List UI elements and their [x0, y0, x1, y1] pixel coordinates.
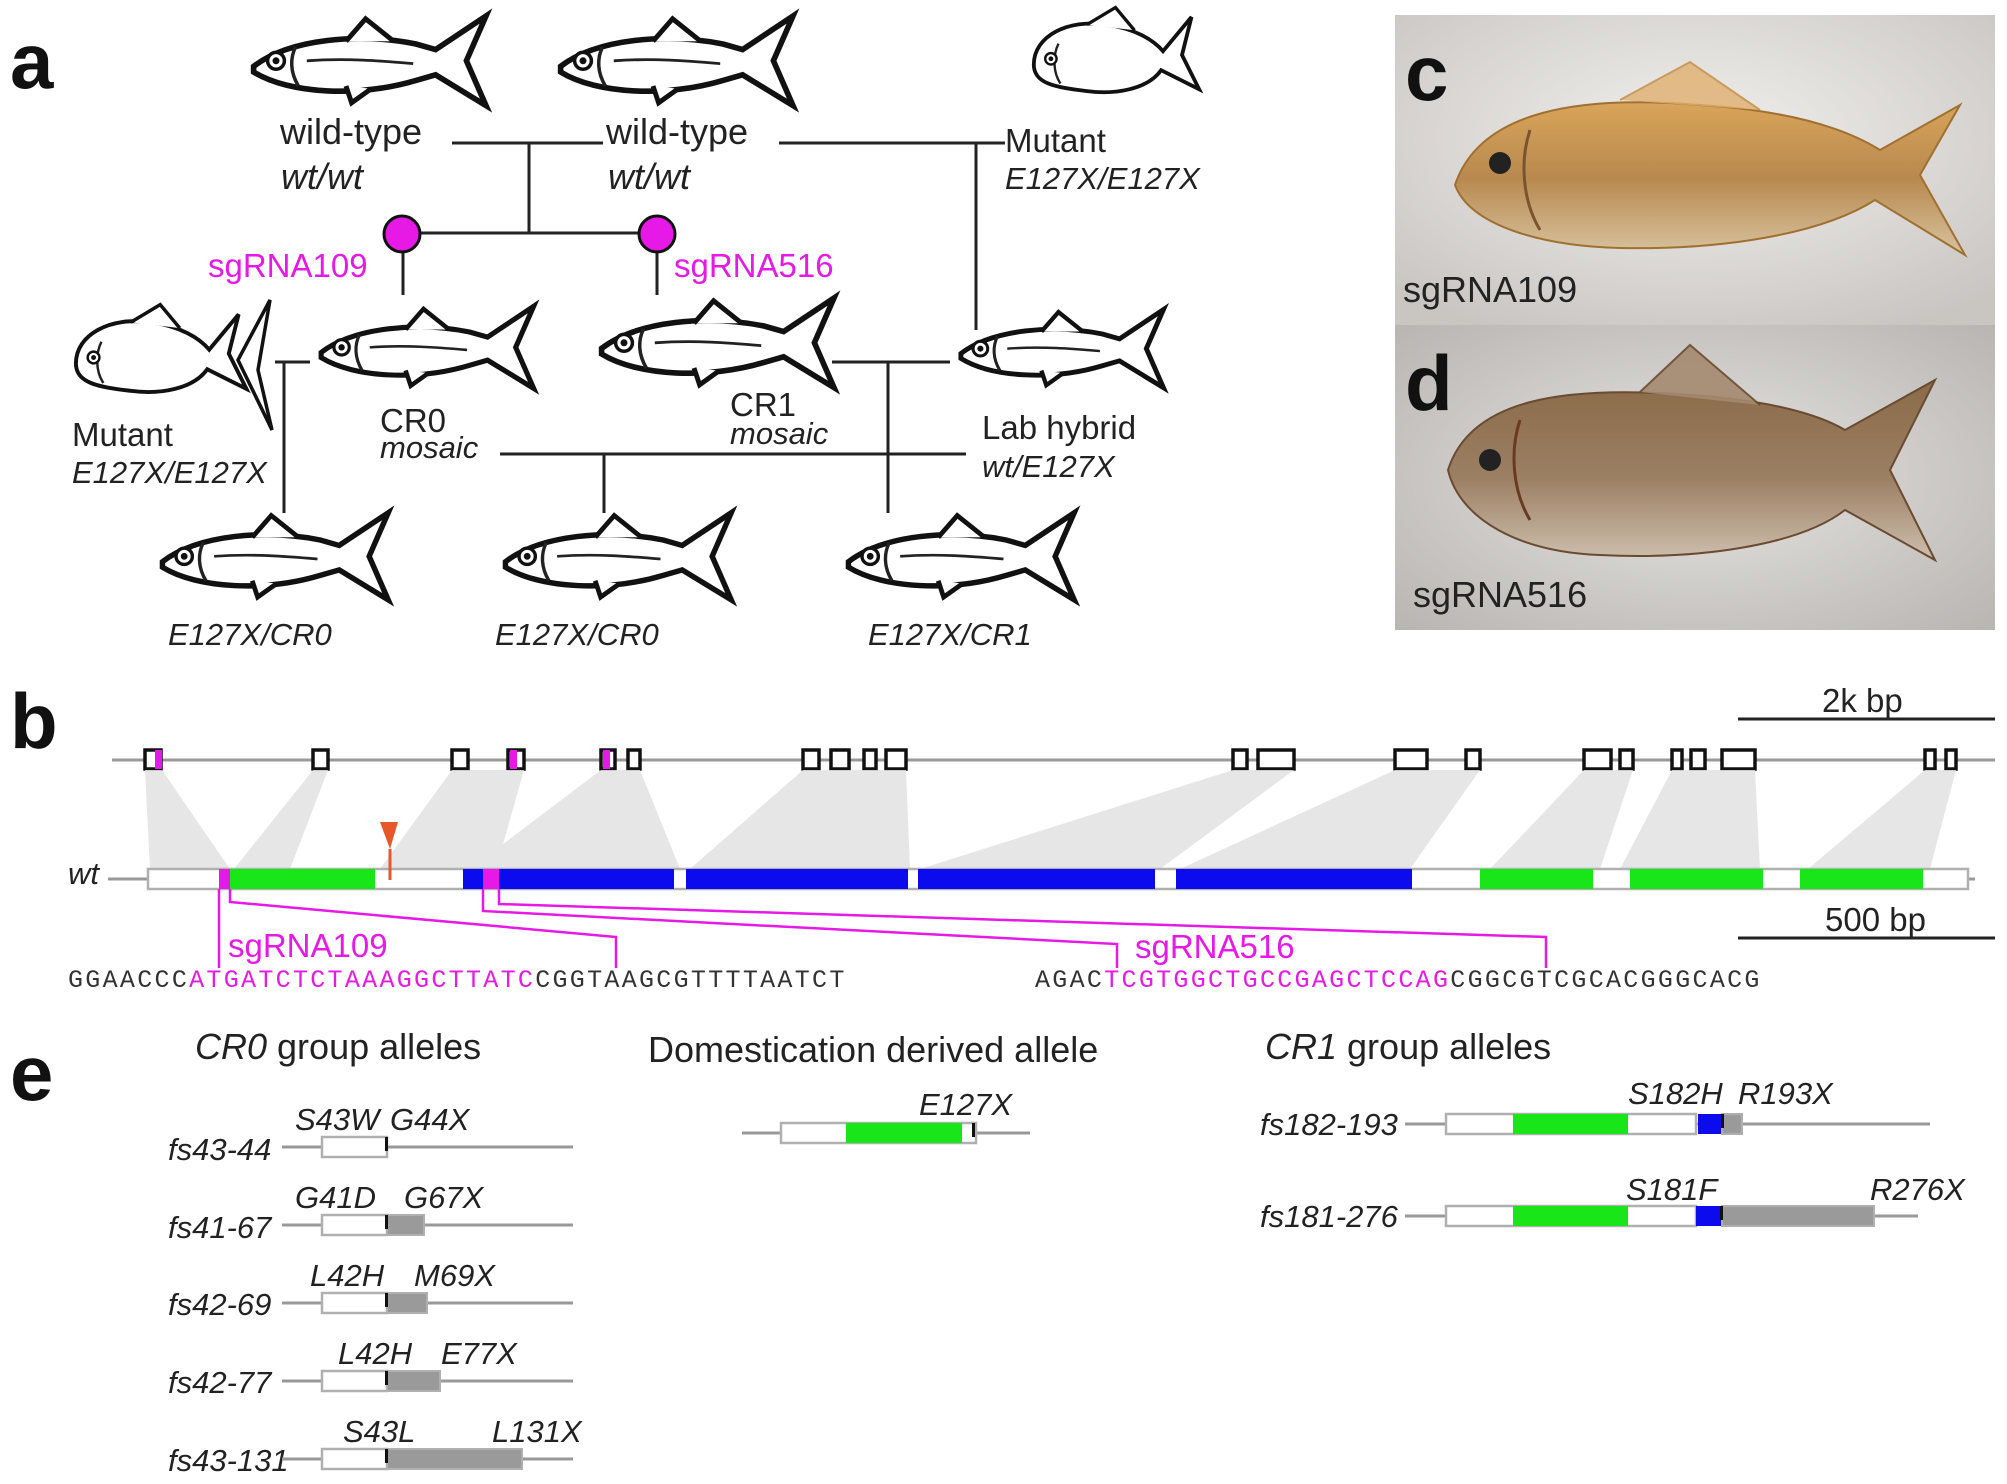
panel-label-c: c — [1405, 29, 1448, 117]
allele-row: fs42-77 L42H E77X — [168, 1336, 573, 1400]
sgRNA516-node-icon — [637, 214, 677, 254]
domestication-allele: E127X — [742, 1087, 1030, 1145]
fish-offspring-3-icon — [848, 513, 1074, 600]
svg-text:S181F: S181F — [1626, 1172, 1719, 1207]
sgRNA-callout-lines — [217, 889, 1548, 968]
mutant-left-tail-icon — [236, 299, 274, 431]
photo-c — [1395, 15, 1995, 325]
photo-d-caption: sgRNA516 — [1413, 574, 1587, 615]
exon-mapping-shading — [145, 770, 1956, 869]
panel-label-e: e — [10, 1029, 53, 1117]
panel-label-a: a — [10, 17, 54, 105]
mutant-left-genotype: E127X/E127X — [72, 455, 268, 490]
svg-text:fs181-276: fs181-276 — [1260, 1199, 1399, 1234]
svg-text:S182H: S182H — [1628, 1076, 1723, 1111]
pedigree-lines — [275, 141, 1005, 513]
fish-wild-type-2-icon — [561, 16, 793, 106]
sgRNA109-seq-label: sgRNA109 — [228, 927, 388, 964]
photo-d — [1395, 325, 1995, 630]
cr1-group-title: CR1 group alleles — [1265, 1026, 1551, 1067]
svg-text:G41D: G41D — [295, 1180, 376, 1215]
svg-text:fs43-131: fs43-131 — [168, 1443, 289, 1478]
cr1-note: mosaic — [730, 416, 829, 451]
svg-text:S43L: S43L — [343, 1414, 415, 1449]
fish-wild-type-1-icon — [254, 16, 486, 106]
svg-text:fs42-69: fs42-69 — [168, 1287, 271, 1322]
svg-text:fs42-77: fs42-77 — [168, 1365, 273, 1400]
wt2-name: wild-type — [605, 111, 748, 152]
cr1-allele-list: fs182-193 S182H R193X fs181-276 S181F R2… — [1260, 1076, 1966, 1234]
sequence-1: GGAACCCATGATCTCTAAAGGCTTATCCGGTAAGCGTTTT… — [68, 966, 847, 995]
svg-text:R193X: R193X — [1738, 1076, 1834, 1111]
sgRNA109-node-icon — [382, 214, 422, 254]
cr0-name: CR0 — [380, 402, 446, 439]
transcript-domains — [219, 869, 1923, 889]
allele-row: fs43-44 S43W G44X — [168, 1102, 573, 1167]
insertion-marker-icon — [380, 822, 398, 849]
svg-text:M69X: M69X — [414, 1258, 496, 1293]
cr0-group-title: CR0 group alleles — [195, 1026, 481, 1067]
wt1-name: wild-type — [279, 111, 422, 152]
sgRNA516-seq-label: sgRNA516 — [1135, 928, 1295, 965]
lab-hybrid-name: Lab hybrid — [982, 409, 1136, 446]
scale-500-label: 500 bp — [1825, 901, 1926, 938]
scale-2k-label: 2k bp — [1822, 682, 1903, 719]
offspring-3-genotype: E127X/CR1 — [868, 617, 1032, 652]
genomic-exons — [143, 748, 1958, 771]
svg-text:fs182-193: fs182-193 — [1260, 1107, 1398, 1142]
svg-text:L42H: L42H — [310, 1258, 385, 1293]
domestication-title: Domestication derived allele — [648, 1029, 1098, 1070]
allele-row: fs181-276 S181F R276X — [1260, 1172, 1966, 1234]
panel-label-b: b — [10, 677, 58, 765]
fish-lab-hybrid-icon — [961, 310, 1164, 388]
cr0-allele-list: fs43-44 S43W G44X fs41-67 G41D G67X fs42… — [168, 1102, 583, 1478]
fish-mutant-left-icon — [73, 302, 249, 394]
fish-cr0-icon — [321, 306, 533, 388]
allele-row: fs41-67 G41D G67X — [168, 1180, 573, 1245]
fish-cr1-icon — [602, 298, 834, 388]
photo-c-caption: sgRNA109 — [1403, 269, 1577, 310]
svg-text:L42H: L42H — [338, 1336, 413, 1371]
allele-row: fs182-193 S182H R193X — [1260, 1076, 1930, 1142]
wt-label: wt — [68, 856, 100, 891]
sgRNA109-label: sgRNA109 — [208, 247, 368, 284]
svg-text:L131X: L131X — [492, 1414, 583, 1449]
wt2-genotype: wt/wt — [608, 156, 692, 197]
allele-row: fs43-131 S43L L131X — [168, 1414, 583, 1478]
panel-label-d: d — [1405, 339, 1453, 427]
mutant-left-name: Mutant — [72, 416, 173, 453]
fish-offspring-2-icon — [505, 513, 731, 600]
fish-mutant-top-icon — [1031, 5, 1201, 95]
svg-text:E77X: E77X — [441, 1336, 518, 1371]
svg-text:E127X: E127X — [919, 1087, 1013, 1122]
mutant-top-genotype: E127X/E127X — [1005, 161, 1201, 196]
offspring-2-genotype: E127X/CR0 — [495, 617, 659, 652]
svg-text:S43W: S43W — [295, 1102, 382, 1137]
svg-text:fs41-67: fs41-67 — [168, 1210, 273, 1245]
cr1-name: CR1 — [730, 386, 796, 423]
cr0-note: mosaic — [380, 430, 479, 465]
svg-text:R276X: R276X — [1870, 1172, 1966, 1207]
sequence-2: AGACTCGTGGCTGCCGAGCTCCAGCGGCGTCGCACGGGCA… — [1035, 966, 1762, 995]
fish-offspring-1-icon — [162, 513, 388, 600]
wt1-genotype: wt/wt — [281, 156, 365, 197]
lab-hybrid-genotype: wt/E127X — [982, 449, 1116, 484]
mutant-top-name: Mutant — [1005, 122, 1106, 159]
offspring-1-genotype: E127X/CR0 — [168, 617, 332, 652]
svg-text:fs43-44: fs43-44 — [168, 1132, 271, 1167]
allele-row: fs42-69 L42H M69X — [168, 1258, 573, 1322]
svg-text:G67X: G67X — [404, 1180, 485, 1215]
svg-text:G44X: G44X — [390, 1102, 471, 1137]
sgRNA516-label: sgRNA516 — [674, 247, 834, 284]
